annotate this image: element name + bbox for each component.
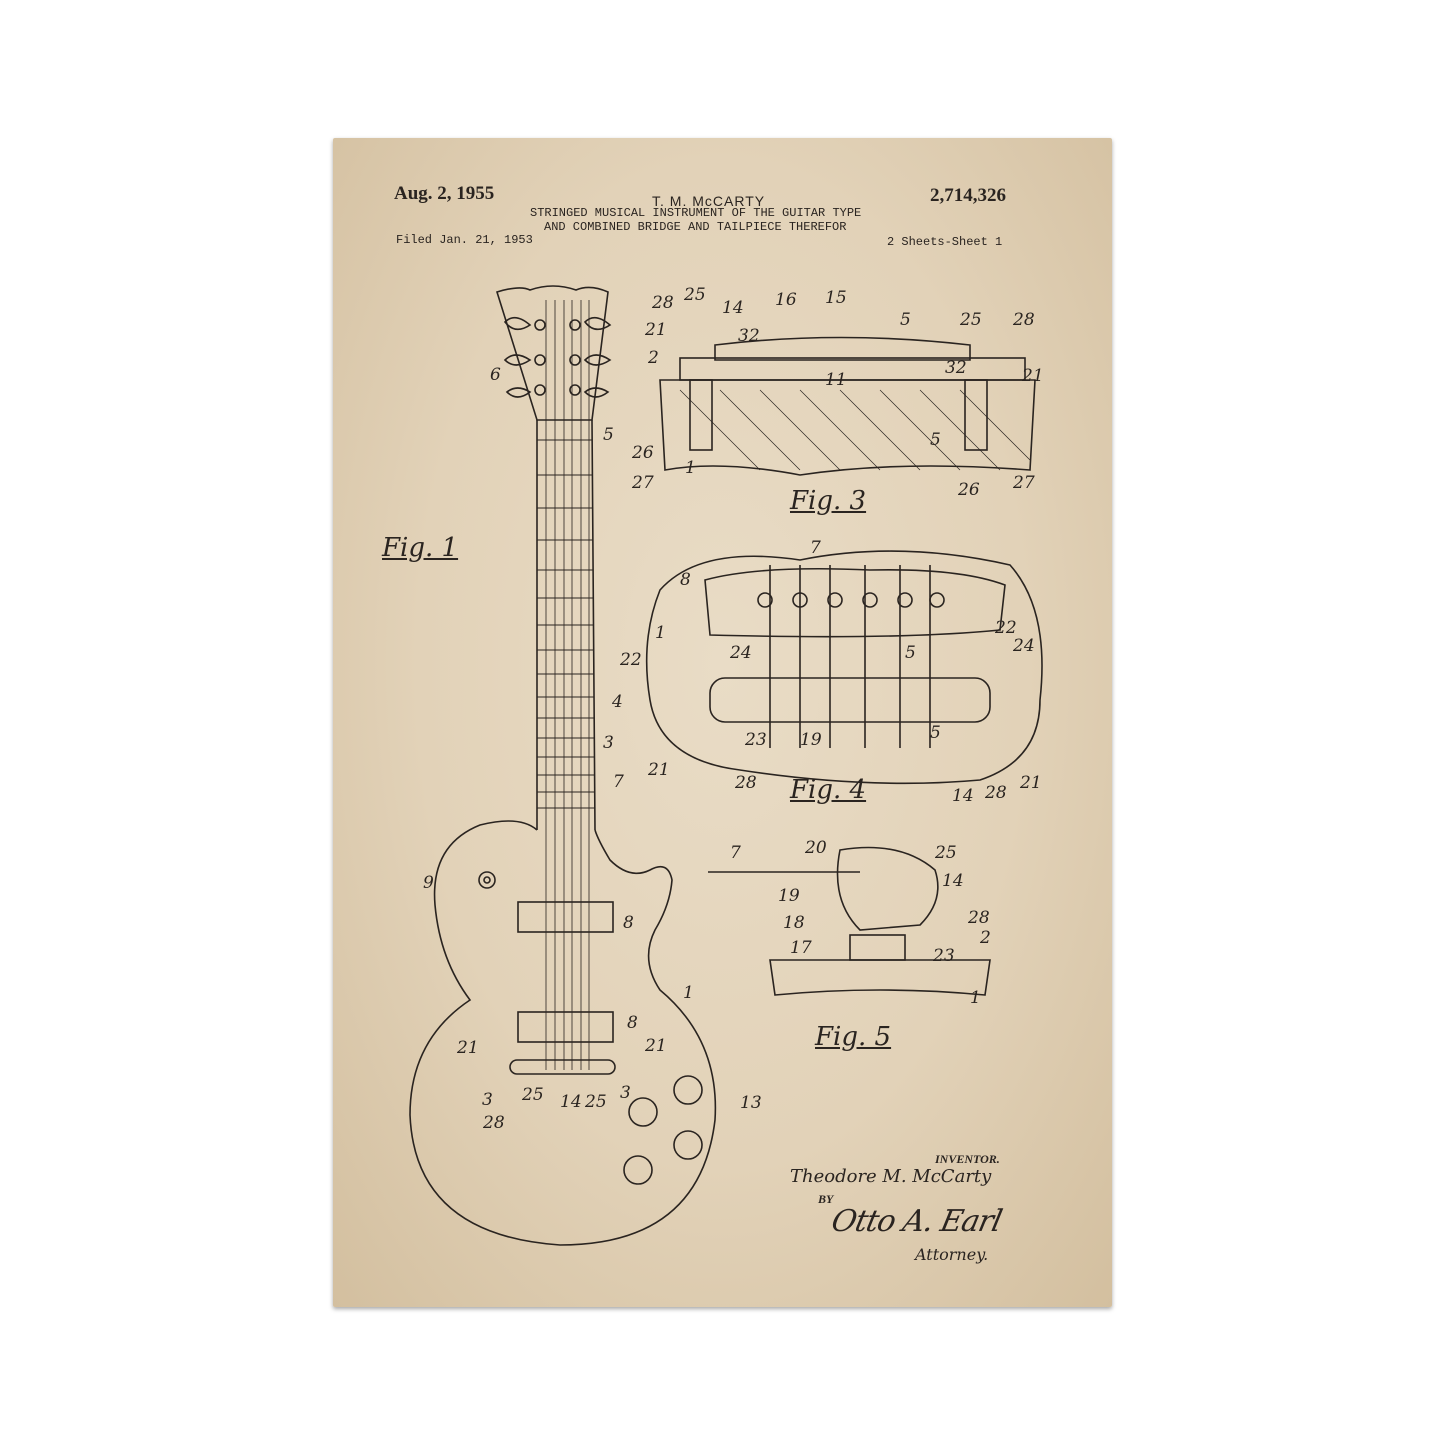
ref-numeral: 24 [1013, 636, 1035, 656]
ref-numeral: 25 [522, 1085, 544, 1105]
ref-numeral: 11 [825, 370, 847, 390]
ref-numeral: 21 [457, 1038, 479, 1058]
ref-numeral: 25 [960, 310, 982, 330]
ref-numeral: 20 [805, 838, 827, 858]
body-outline [409, 820, 717, 1246]
ref-numeral: 9 [423, 873, 434, 893]
ref-numeral: 23 [933, 946, 955, 966]
ref-numeral: 17 [790, 938, 812, 958]
title-line-1: STRINGED MUSICAL INSTRUMENT OF THE GUITA… [530, 206, 862, 220]
ref-numeral: 16 [775, 290, 797, 310]
ref-numeral: 8 [623, 913, 634, 933]
fig1-guitar [409, 285, 717, 1246]
ref-numeral: 1 [655, 623, 666, 643]
ref-numeral: 4 [612, 692, 623, 712]
ref-numeral: 14 [952, 786, 974, 806]
ref-numeral: 26 [958, 480, 980, 500]
patent-date: Aug. 2, 1955 [394, 183, 495, 204]
ref-numeral: 18 [783, 913, 805, 933]
ref-numeral: 3 [620, 1083, 631, 1103]
ref-numeral: 25 [935, 843, 957, 863]
ref-numeral: 5 [905, 643, 916, 663]
ref-numeral: 22 [620, 650, 642, 670]
inventor-signature: Theodore M. McCarty [790, 1166, 992, 1187]
ref-numeral: 14 [942, 871, 964, 891]
control-knobs [623, 1075, 703, 1185]
ref-numeral: 8 [680, 570, 691, 590]
ref-numeral: 1 [970, 988, 981, 1008]
ref-numeral: 22 [995, 618, 1017, 638]
ref-numeral: 24 [730, 643, 752, 663]
ref-numeral: 5 [603, 425, 614, 445]
ref-numeral: 1 [685, 458, 696, 478]
ref-numeral: 5 [900, 310, 911, 330]
by-label: BY [818, 1192, 834, 1206]
patent-number: 2,714,326 [930, 185, 1006, 206]
ref-numeral: 13 [740, 1093, 762, 1113]
bridge [509, 1059, 616, 1075]
sheet-info: 2 Sheets-Sheet 1 [887, 235, 1003, 249]
inventor-header: T. M. McCARTY [652, 193, 766, 209]
ref-numeral: 27 [632, 473, 654, 493]
ref-numeral: 32 [738, 326, 760, 346]
ref-numeral: 28 [483, 1113, 505, 1133]
ref-numeral: 5 [930, 430, 941, 450]
ref-numeral: 2 [980, 928, 991, 948]
ref-numeral: 3 [482, 1090, 493, 1110]
ref-numeral: 8 [627, 1013, 638, 1033]
ref-numeral: 7 [730, 843, 741, 863]
headstock [495, 285, 609, 421]
ref-numeral: 2 [648, 348, 659, 368]
frets [537, 439, 595, 809]
filed-date: Filed Jan. 21, 1953 [396, 233, 533, 247]
title-line-2: AND COMBINED BRIDGE AND TAILPIECE THEREF… [544, 220, 847, 234]
bridge-pickup [517, 1011, 614, 1043]
ref-numeral: 7 [810, 538, 821, 558]
fig5-title: Fig. 5 [815, 1022, 892, 1052]
neck-pickup [517, 901, 614, 933]
ref-numeral: 21 [648, 760, 670, 780]
ref-numeral: 28 [985, 783, 1007, 803]
attorney-label: Attorney. [915, 1245, 989, 1264]
attorney-signature: Otto A. Earl [828, 1204, 1005, 1239]
ref-numeral: 14 [560, 1092, 582, 1112]
ref-numeral: 25 [684, 285, 706, 305]
ref-numeral: 1 [683, 983, 694, 1003]
fig4-title: Fig. 4 [790, 775, 867, 805]
ref-numeral: 28 [652, 293, 674, 313]
inventor-label: INVENTOR. [935, 1152, 1000, 1166]
ref-numeral: 3 [603, 733, 614, 753]
fig3-title: Fig. 3 [790, 486, 867, 516]
ref-numeral: 28 [735, 773, 757, 793]
ref-numeral: 21 [1022, 366, 1044, 386]
ref-numeral: 21 [1020, 773, 1042, 793]
tuning-pegs [503, 316, 612, 398]
ref-numeral: 19 [800, 730, 822, 750]
fig3-bridge-section [659, 336, 1036, 476]
ref-numeral: 21 [645, 1036, 667, 1056]
strings [545, 300, 590, 1070]
ref-numeral: 32 [945, 358, 967, 378]
ref-numeral: 15 [825, 288, 847, 308]
ref-numeral: 5 [930, 723, 941, 743]
ref-numeral: 7 [613, 772, 624, 792]
ref-numeral: 19 [778, 886, 800, 906]
ref-numeral: 6 [490, 365, 501, 385]
ref-numeral: 14 [722, 298, 744, 318]
fig1-title: Fig. 1 [382, 533, 459, 563]
ref-numeral: 27 [1013, 473, 1035, 493]
toggle-switch [478, 871, 496, 889]
ref-numeral: 25 [585, 1092, 607, 1112]
fig4-bridge-perspective [645, 550, 1043, 785]
ref-numeral: 28 [1013, 310, 1035, 330]
ref-numeral: 26 [632, 443, 654, 463]
fig5-bridge-side [708, 846, 991, 996]
ref-numeral: 21 [645, 320, 667, 340]
ref-numeral: 28 [968, 908, 990, 928]
ref-numeral: 23 [745, 730, 767, 750]
